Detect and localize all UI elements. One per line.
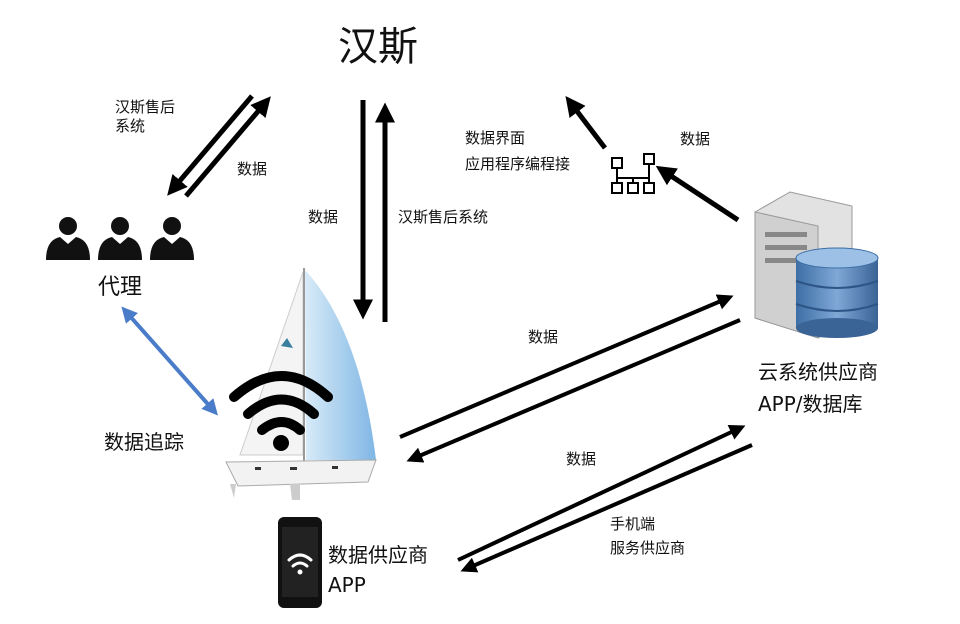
label-hanse-after-sales-center: 汉斯售后系统 (398, 208, 489, 226)
arrow-boat-to-cloud (399, 294, 734, 439)
arrow-cloud-to-boat (406, 318, 741, 463)
label-data-server-api: 数据 (680, 130, 711, 148)
arrow-hanse-to-agent (167, 94, 254, 196)
arrow-agent-to-hanse (184, 96, 271, 198)
label-line: 服务供应商 (610, 539, 686, 557)
label-data-tracking: 数据追踪 (104, 430, 184, 454)
arrow-api-to-hanse (565, 96, 607, 150)
arrow-cloud-to-api (655, 165, 740, 223)
label-line: 云系统供应商 (758, 360, 878, 384)
label-line: 数据界面 (465, 129, 526, 147)
label-data-provider-app: 数据供应商 APP (328, 540, 428, 600)
label-mobile-provider: 手机端服务供应商 (610, 512, 685, 560)
label-data-cloud-phone: 数据 (566, 450, 597, 468)
arrow-app-to-cloud (457, 424, 746, 562)
arrow-agent-boat-tracking (121, 306, 218, 416)
label-line: 系统 (115, 116, 146, 135)
label-line: 数据供应商 (328, 543, 428, 567)
label-line: 应用程序编程接 (465, 154, 571, 173)
label-line: APP (328, 573, 366, 597)
label-hanse-after-sales-left: 汉斯售后系统 (115, 98, 175, 136)
label-line: 手机端 (610, 515, 656, 533)
label-data-center: 数据 (308, 208, 339, 226)
database-icon (795, 247, 879, 338)
label-line: APP/数据库 (758, 392, 863, 416)
label-data-agent: 数据 (237, 160, 268, 178)
network-api-icon (611, 153, 655, 194)
smartphone-icon (278, 517, 322, 608)
wifi-icon (229, 371, 333, 451)
arrow-cloud-to-app (460, 443, 753, 573)
label-cloud-provider: 云系统供应商 APP/数据库 (758, 356, 878, 420)
arrows (167, 94, 753, 573)
label-agent: 代理 (98, 275, 143, 300)
title-hanse: 汉斯 (338, 24, 418, 70)
label-data-boat-cloud: 数据 (528, 328, 559, 346)
label-api: 数据界面应用程序编程接 (465, 126, 570, 177)
label-line: 汉斯售后 (115, 98, 176, 116)
agent-person-icon (46, 217, 194, 260)
